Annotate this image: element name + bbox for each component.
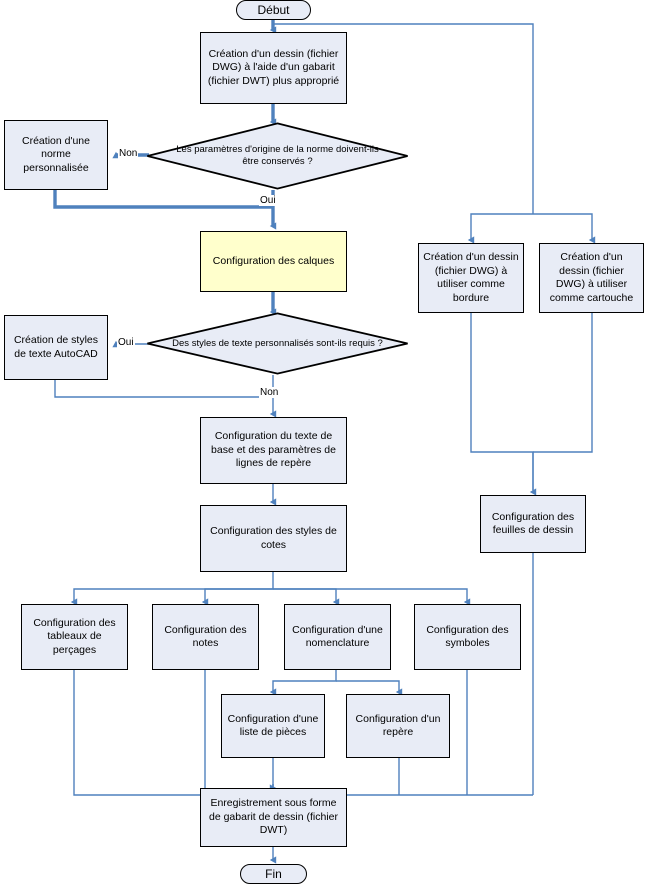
node-notes[interactable]: Configuration des notes [152, 604, 259, 670]
node-sheets[interactable]: Configuration des feuilles de dessin [480, 495, 586, 553]
edge-dim-to-nomenclature [273, 588, 340, 606]
edge-right-to-border [467, 213, 533, 244]
edge-right-to-titleblock [533, 213, 596, 244]
node-start-label: Début [257, 3, 290, 17]
node-title-block-dwg[interactable]: Création d'un dessin (fichier DWG) à uti… [539, 243, 644, 313]
node-hole-tables-label: Configuration des tableaux de perçages [33, 616, 116, 656]
node-nomenclature-label: Configuration d'une nomenclature [292, 623, 383, 650]
edge-dim-to-holetables [70, 572, 274, 606]
node-save-dwt-label: Enregistrement sous forme de gabarit de … [209, 797, 338, 837]
edge-label-styles-no: Non [259, 387, 280, 398]
node-end[interactable]: Fin [240, 864, 307, 884]
node-layers[interactable]: Configuration des calques [200, 231, 347, 292]
node-decision-params[interactable]: Les paramètres d'origine de la norme doi… [146, 122, 409, 190]
node-base-text[interactable]: Configuration du texte de base et des pa… [200, 417, 347, 484]
diamond-shape [147, 312, 408, 375]
node-sheets-label: Configuration des feuilles de dessin [491, 510, 575, 537]
edge-label-styles-yes: Oui [117, 337, 135, 348]
edge-dim-to-notes [201, 588, 273, 606]
node-decision-text-styles-label: Des styles de texte personnalisés sont-i… [172, 337, 383, 349]
edge-label-params-yes-text: Oui [260, 195, 276, 206]
node-create-dwg[interactable]: Création d'un dessin (fichier DWG) à l'a… [200, 32, 347, 104]
node-parts-list[interactable]: Configuration d'une liste de pièces [221, 694, 325, 758]
node-symbols-label: Configuration des symboles [426, 623, 509, 650]
edge-label-params-no-text: Non [119, 148, 138, 159]
node-decision-params-label: Les paramètres d'origine de la norme doi… [176, 144, 379, 167]
edge-nomenclature-to-balloon [336, 680, 403, 696]
edge-nomenclature-to-partslist [269, 670, 337, 696]
node-border-dwg-label: Création d'un dessin (fichier DWG) à uti… [423, 251, 519, 304]
node-notes-label: Configuration des notes [164, 623, 247, 650]
edge-label-styles-yes-text: Oui [118, 337, 134, 348]
edge-autocad-join [54, 380, 273, 398]
node-parts-list-label: Configuration d'une liste de pièces [227, 712, 319, 739]
node-balloon[interactable]: Configuration d'un repère [346, 694, 450, 758]
node-custom-standard[interactable]: Création d'une norme personnalisée [4, 120, 108, 190]
node-border-dwg[interactable]: Création d'un dessin (fichier DWG) à uti… [418, 243, 524, 313]
node-title-block-dwg-label: Création d'un dessin (fichier DWG) à uti… [549, 251, 634, 304]
node-hole-tables[interactable]: Configuration des tableaux de perçages [21, 604, 128, 670]
edge-custom-standard-join [53, 190, 273, 209]
node-autocad-text-styles-label: Création de styles de texte AutoCAD [13, 334, 99, 360]
edge-label-params-yes: Oui [259, 195, 277, 206]
node-balloon-label: Configuration d'un repère [355, 712, 441, 739]
edge-label-styles-no-text: Non [260, 387, 279, 398]
node-layers-label: Configuration des calques [212, 254, 335, 267]
edge-dim-to-symbols [273, 588, 471, 606]
node-symbols[interactable]: Configuration des symboles [414, 604, 521, 670]
node-save-dwt[interactable]: Enregistrement sous forme de gabarit de … [200, 788, 347, 847]
node-decision-text-styles[interactable]: Des styles de texte personnalisés sont-i… [146, 312, 409, 375]
node-autocad-text-styles[interactable]: Création de styles de texte AutoCAD [4, 315, 108, 380]
node-nomenclature[interactable]: Configuration d'une nomenclature [284, 604, 391, 670]
node-dim-styles[interactable]: Configuration des styles de cotes [200, 505, 347, 572]
node-base-text-label: Configuration du texte de base et des pa… [211, 430, 336, 470]
node-end-label: Fin [265, 867, 282, 881]
edge-border-to-sheets [470, 313, 534, 490]
node-custom-standard-label: Création d'une norme personnalisée [22, 134, 90, 174]
node-create-dwg-label: Création d'un dessin (fichier DWG) à l'a… [207, 47, 340, 87]
node-start[interactable]: Début [236, 0, 311, 20]
node-dim-styles-label: Configuration des styles de cotes [210, 525, 337, 551]
edge-titleblock-to-sheets [533, 313, 593, 453]
edge-label-params-no: Non [118, 148, 139, 159]
